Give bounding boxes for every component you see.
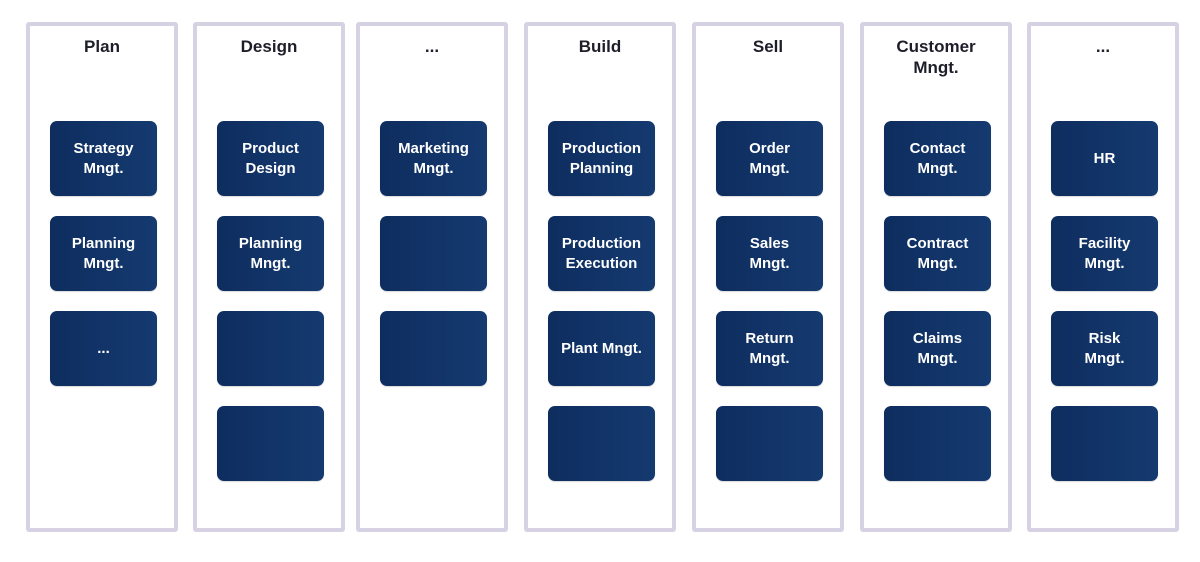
capability-box: Product Design: [217, 121, 324, 196]
column-title: Design: [240, 37, 298, 56]
column-title: ...: [424, 37, 440, 56]
capability-box: Plant Mngt.: [548, 311, 655, 386]
capability-box: Contact Mngt.: [884, 121, 991, 196]
capability-box: Production Planning: [548, 121, 655, 196]
capability-box: Facility Mngt.: [1051, 216, 1158, 291]
column-sell: Sell Order Mngt. Sales Mngt. Return Mngt…: [692, 22, 844, 532]
capability-box: Strategy Mngt.: [50, 121, 157, 196]
column-title: Customer Mngt.: [896, 37, 976, 77]
column-ellipsis-2: ... HR Facility Mngt. Risk Mngt.: [1027, 22, 1179, 532]
capability-box: Risk Mngt.: [1051, 311, 1158, 386]
capability-box: Marketing Mngt.: [380, 121, 487, 196]
capability-box: Claims Mngt.: [884, 311, 991, 386]
capability-box: Sales Mngt.: [716, 216, 823, 291]
capability-box-empty: [217, 406, 324, 481]
column-plan: Plan Strategy Mngt. Planning Mngt. ...: [26, 22, 178, 532]
column-customer-mngt: Customer Mngt. Contact Mngt. Contract Mn…: [860, 22, 1012, 532]
column-design: Design Product Design Planning Mngt.: [193, 22, 345, 532]
capability-box-empty: [380, 216, 487, 291]
capability-box-empty: [548, 406, 655, 481]
capability-box: Return Mngt.: [716, 311, 823, 386]
capability-box-empty: [716, 406, 823, 481]
capability-box-empty: [1051, 406, 1158, 481]
column-title: Sell: [752, 37, 784, 56]
capability-box: Contract Mngt.: [884, 216, 991, 291]
capability-box: Planning Mngt.: [50, 216, 157, 291]
capability-box: Planning Mngt.: [217, 216, 324, 291]
column-title: Build: [578, 37, 622, 56]
column-title: Plan: [84, 37, 120, 56]
capability-box-empty: [380, 311, 487, 386]
column-title: ...: [1095, 37, 1111, 56]
capability-box: HR: [1051, 121, 1158, 196]
capability-box-empty: [217, 311, 324, 386]
capability-box: Order Mngt.: [716, 121, 823, 196]
capability-box-empty: [884, 406, 991, 481]
capability-box: ...: [50, 311, 157, 386]
column-build: Build Production Planning Production Exe…: [524, 22, 676, 532]
column-ellipsis-1: ... Marketing Mngt.: [356, 22, 508, 532]
capability-box: Production Execution: [548, 216, 655, 291]
